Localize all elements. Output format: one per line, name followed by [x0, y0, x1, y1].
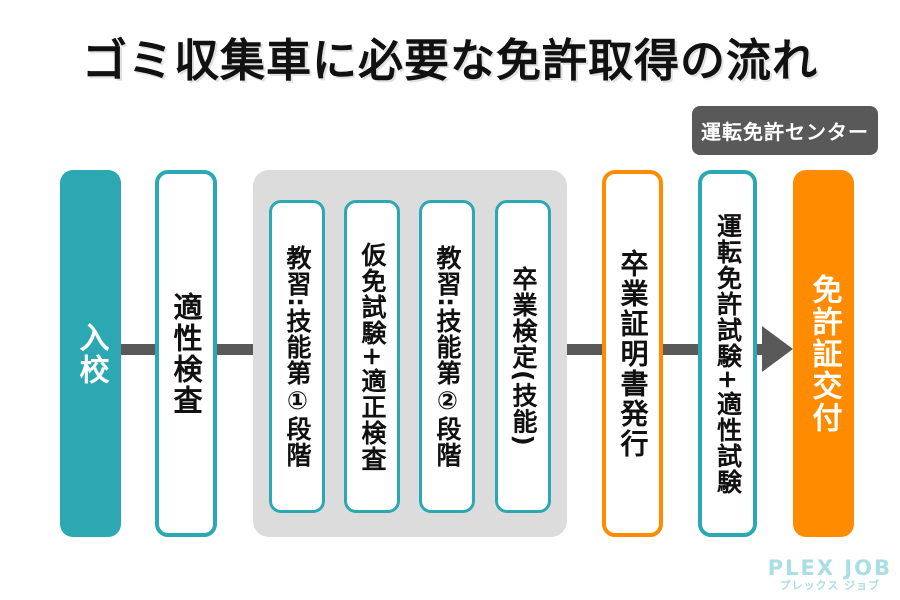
plex-job-logo: PLEX JOB プレックス ジョブ: [767, 555, 892, 592]
step-graduation-certificate: 卒業証明書発行: [602, 170, 663, 537]
flow-arrow-icon: [762, 326, 793, 372]
step-aptitude-test: 適性検査: [155, 170, 217, 537]
step-training-stage1: 教習:技能第①段階: [269, 200, 325, 513]
plex-job-logo-text: PLEX JOB: [767, 555, 892, 580]
plex-job-logo-subtitle: プレックス ジョブ: [779, 578, 881, 592]
step-license-issuance: 免許証交付: [793, 170, 854, 537]
step-provisional-license-exam: 仮免試験+適正検査: [344, 200, 400, 513]
driving-school-stage-group: 教習:技能第①段階 仮免試験+適正検査 教習:技能第②段階 卒業検定(技能): [253, 170, 567, 537]
license-center-badge: 運転免許センター: [692, 106, 878, 155]
step-enrollment: 入校: [60, 170, 121, 537]
step-graduation-exam: 卒業検定(技能): [495, 200, 551, 513]
step-training-stage2: 教習:技能第②段階: [419, 200, 475, 513]
page-title: ゴミ収集車に必要な免許取得の流れ: [81, 34, 818, 87]
step-license-exam: 運転免許試験+適性試験: [698, 170, 757, 537]
